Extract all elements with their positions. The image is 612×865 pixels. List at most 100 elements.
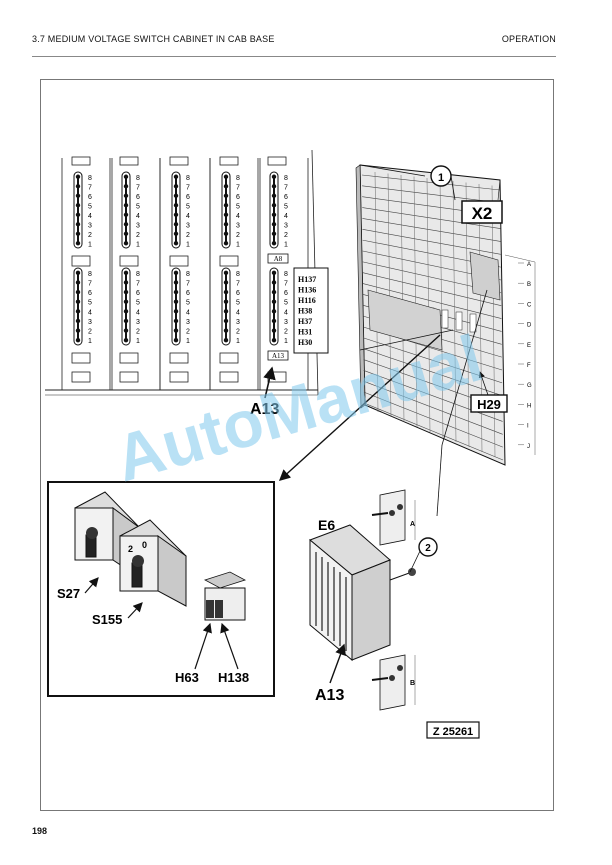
connector-pin <box>123 309 129 314</box>
bracket-b-letter: B <box>410 680 415 687</box>
a8-connector-label: A8 <box>274 255 283 263</box>
connector-pin <box>223 212 229 217</box>
connector-pin <box>271 328 277 333</box>
connector-pin <box>75 203 81 208</box>
connector-pin <box>173 241 179 246</box>
header-rule <box>32 56 556 57</box>
connector-pin <box>75 318 81 324</box>
lamp-list-item: H30 <box>298 338 312 347</box>
connector-pin <box>223 328 229 333</box>
s27-label: S27 <box>57 586 80 601</box>
connector-pin <box>75 309 81 314</box>
pin-number: 3 <box>186 319 190 326</box>
row-letter: C <box>527 302 532 308</box>
connector-pin <box>75 184 81 189</box>
pin-number: 2 <box>88 329 92 336</box>
callout-1-number: 1 <box>438 172 444 184</box>
connector-pin <box>75 231 81 236</box>
connector-pin <box>123 299 129 304</box>
lamp-list-box <box>293 267 329 354</box>
connector-pin <box>75 174 81 179</box>
pin-number: 6 <box>186 194 190 201</box>
connector-pin <box>123 174 129 179</box>
connector-pin <box>173 193 179 198</box>
connector-pin <box>173 270 179 276</box>
pin-number: 6 <box>136 194 140 201</box>
pin-number: 4 <box>136 213 140 220</box>
connector-pin <box>223 193 229 198</box>
connector-pin <box>173 222 179 227</box>
h63-label: H63 <box>175 670 199 685</box>
connector-pin <box>271 270 277 276</box>
callout-2 <box>418 537 438 557</box>
connector-pin <box>173 289 179 295</box>
pin-number: 6 <box>236 194 240 201</box>
bracket-a-letter: A <box>410 521 415 528</box>
lamp-list-item: H38 <box>298 307 312 316</box>
connector-pin <box>271 289 277 295</box>
pin-number: 6 <box>284 194 288 201</box>
row-letter: A <box>527 262 531 268</box>
connector-pin <box>123 270 129 276</box>
connector-pin <box>271 184 277 189</box>
connector-pin <box>271 318 277 324</box>
pin-number: 7 <box>136 280 140 287</box>
a13-connector-label: A13 <box>272 352 285 360</box>
pin-number: 8 <box>284 175 288 182</box>
pin-number: 2 <box>236 329 240 336</box>
connector-pin <box>123 203 129 208</box>
pin-number: 1 <box>186 338 190 345</box>
connector-pin <box>271 241 277 246</box>
connector-pin <box>271 299 277 304</box>
connector-pin <box>75 337 81 343</box>
pin-number: 5 <box>284 203 288 210</box>
connector-pin <box>123 212 129 217</box>
pin-number: 3 <box>186 222 190 229</box>
pin-number: 8 <box>88 175 92 182</box>
pin-number: 5 <box>88 300 92 307</box>
connector-pin <box>223 184 229 189</box>
s155-label: S155 <box>92 612 122 627</box>
connector-pin <box>123 289 129 295</box>
pin-number: 7 <box>284 280 288 287</box>
pin-number: 2 <box>186 329 190 336</box>
pin-number: 3 <box>136 222 140 229</box>
connector-pin <box>223 289 229 295</box>
pin-number: 8 <box>186 175 190 182</box>
switch-position-2: 2 <box>128 544 133 554</box>
row-letter: H <box>527 403 531 409</box>
row-letter: F <box>527 363 531 369</box>
connector-pin <box>123 222 129 227</box>
lamp-list-item: H37 <box>298 317 312 326</box>
lamp-list-item: H116 <box>298 296 316 305</box>
lamp-list-item: H137 <box>298 275 316 284</box>
connector-pin <box>173 309 179 314</box>
connector-pin <box>123 184 129 189</box>
connector-pin <box>173 280 179 285</box>
connector-pin <box>123 328 129 333</box>
h29-label: H29 <box>477 397 501 412</box>
connector-pin <box>271 280 277 285</box>
connector-pin <box>75 289 81 295</box>
pin-number: 3 <box>236 319 240 326</box>
pin-number: 1 <box>88 241 92 248</box>
pin-number: 1 <box>88 338 92 345</box>
pin-number: 3 <box>284 222 288 229</box>
connector-pin <box>223 174 229 179</box>
pin-number: 5 <box>236 203 240 210</box>
pin-number: 4 <box>236 213 240 220</box>
connector-pin <box>223 270 229 276</box>
a13-rack-arrow <box>263 366 276 399</box>
row-letter: I <box>527 424 529 430</box>
pin-number: 6 <box>236 290 240 297</box>
pin-number: 7 <box>136 184 140 191</box>
connector-pin <box>271 231 277 236</box>
pin-number: 5 <box>136 203 140 210</box>
connector-pin <box>123 318 129 324</box>
pin-number: 1 <box>284 338 288 345</box>
connector-pin <box>123 241 129 246</box>
pin-number: 5 <box>88 203 92 210</box>
page-number: 198 <box>32 826 48 836</box>
connector-pin <box>173 212 179 217</box>
